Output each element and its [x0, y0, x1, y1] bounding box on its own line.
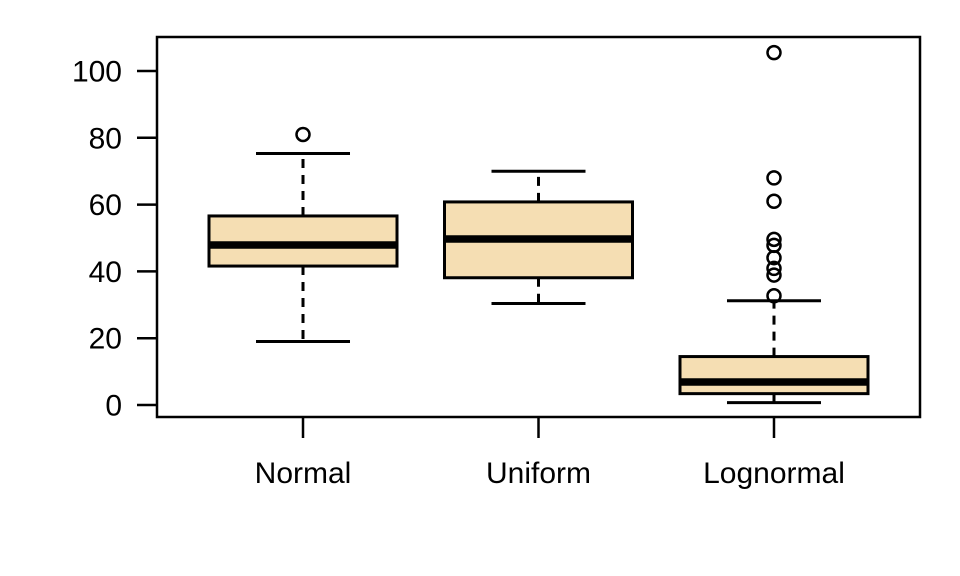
x-axis-category-label: Uniform — [486, 457, 591, 490]
y-axis-tick-label: 60 — [89, 189, 122, 222]
y-axis-tick-label: 0 — [105, 390, 122, 423]
x-axis-category-label: Lognormal — [703, 457, 845, 490]
y-axis-tick-label: 40 — [89, 256, 122, 289]
y-axis-tick-label: 20 — [89, 323, 122, 356]
outlier-point-lognormal — [766, 44, 782, 61]
box-normal — [207, 214, 399, 268]
outlier-point-lognormal — [766, 267, 782, 283]
box-lognormal — [678, 355, 870, 396]
y-axis-tick-label: 100 — [72, 56, 122, 89]
outlier-point-lognormal — [766, 193, 782, 210]
outlier-point-lognormal — [766, 170, 782, 186]
outlier-point-lognormal — [766, 231, 782, 248]
outlier-point-lognormal — [766, 237, 782, 254]
outlier-point-lognormal — [766, 260, 782, 277]
y-axis-tick-label: 80 — [89, 122, 122, 155]
outlier-point-lognormal — [766, 288, 782, 304]
outlier-point-normal — [295, 126, 311, 143]
plot-frame — [155, 35, 922, 419]
x-axis-category-label: Normal — [255, 457, 352, 490]
